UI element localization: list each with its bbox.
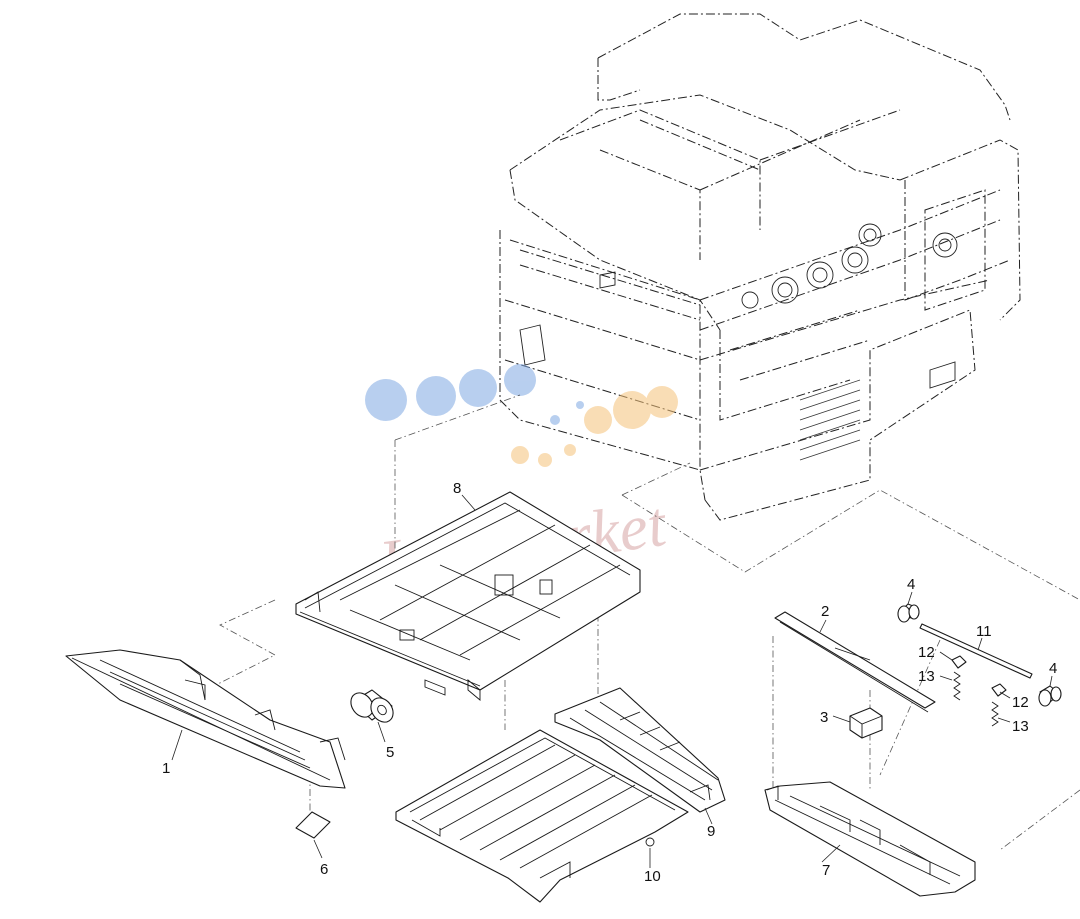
- part-12-clip-a: [951, 655, 967, 669]
- callout-5: 5: [386, 744, 394, 761]
- callout-2: 2: [821, 603, 829, 620]
- callout-1: 1: [162, 760, 170, 777]
- callout-4b: 4: [1049, 660, 1057, 677]
- callout-8: 8: [453, 480, 461, 497]
- part-11-shaft: [919, 623, 1033, 679]
- callout-labels: 1 2 3 4 4 5 6 7 8 9 10 11 12 12 13 13: [162, 480, 1057, 885]
- part-13-spring-a: [953, 671, 961, 701]
- callout-6: 6: [320, 861, 328, 878]
- callout-13a: 13: [918, 668, 935, 685]
- callout-9: 9: [707, 823, 715, 840]
- callout-12a: 12: [918, 644, 935, 661]
- callout-4a: 4: [907, 576, 915, 593]
- callout-13b: 13: [1012, 718, 1029, 735]
- part-1-front-cover: [65, 649, 346, 789]
- part-2-rail: [774, 611, 936, 713]
- part-9-guide-tray: [554, 687, 726, 813]
- leader-lines: [171, 494, 1053, 868]
- printer-frame: [499, 13, 1021, 521]
- callout-7: 7: [822, 862, 830, 879]
- part-3-block: [849, 707, 883, 739]
- part-13-spring-b: [991, 701, 999, 727]
- part-5-roller: [350, 689, 394, 723]
- part-4-roller-lower: [1038, 685, 1062, 707]
- part-4-roller-upper: [897, 603, 920, 623]
- part-8-tray-frame: [295, 491, 641, 701]
- callout-3: 3: [820, 709, 828, 726]
- part-12-clip-b: [991, 683, 1007, 697]
- callout-12b: 12: [1012, 694, 1029, 711]
- callout-11: 11: [976, 623, 992, 640]
- callout-10: 10: [644, 868, 661, 885]
- part-7-base-guide: [764, 781, 976, 897]
- part-6-label: [295, 811, 331, 839]
- part-10-lower-tray: [395, 729, 689, 903]
